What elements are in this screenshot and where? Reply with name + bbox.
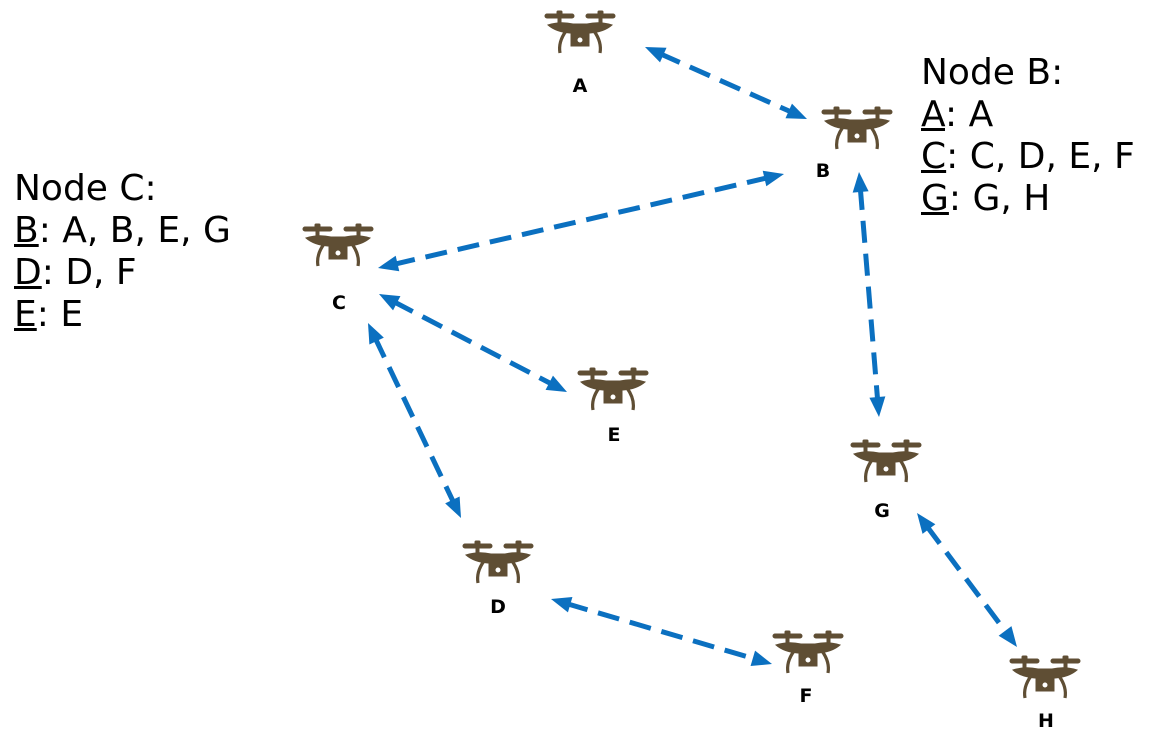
drone-icon [301,223,375,268]
link-b-g [852,172,886,417]
link-b-c [378,170,784,272]
node-f[interactable]: F [771,630,845,707]
destinations: E [48,294,84,335]
routing-table-row: E: E [14,294,231,336]
link-c-e [379,294,567,392]
separator: : [38,210,51,251]
node-c-routing-table: Node C: B: A, B, E, G D: D, F E: E [14,168,231,336]
node-d-label: D [490,596,506,618]
drone-icon [543,10,617,55]
next-hop-key: D [14,252,42,293]
destinations: A, B, E, G [50,210,231,251]
arrowhead [545,375,567,392]
destinations: D, F [53,252,137,293]
node-h-label: H [1038,710,1054,732]
link-line [658,51,794,115]
link-line [565,601,758,662]
link-d-f [551,596,772,667]
routing-table-title: Node C: [14,168,157,209]
separator: : [41,252,54,293]
node-a[interactable]: A [543,10,617,97]
arrowhead [917,513,936,534]
separator: : [946,136,959,177]
drone-icon [576,367,650,412]
arrowhead [368,323,384,345]
arrowhead [869,396,886,417]
drone-icon [461,540,535,585]
drone-icon [1008,655,1082,700]
link-line [393,175,769,267]
arrowhead [378,255,400,272]
drone-icon [771,630,845,675]
routing-table-title: Node B: [921,52,1064,93]
node-b-routing-table: Node B: A: A C: C, D, E, F G: G, H [921,52,1135,220]
drone-icon [820,106,894,151]
node-d[interactable]: D [461,540,535,618]
routing-table-row: B: A, B, E, G [14,210,231,252]
arrowhead [785,103,807,119]
routing-table-row: G: G, H [921,178,1135,220]
arrowhead [379,294,401,311]
next-hop-key: B [14,210,39,251]
links-layer [368,47,1017,667]
destinations: C, D, E, F [958,136,1135,177]
next-hop-key: C [921,136,947,177]
node-c[interactable]: C [301,223,375,314]
arrowhead [445,496,461,518]
destinations: G, H [961,178,1051,219]
next-hop-key: E [14,294,37,335]
node-e[interactable]: E [576,367,650,446]
routing-table-row: D: D, F [14,252,231,294]
link-a-b [645,47,807,119]
link-line [392,299,554,387]
next-hop-key: A [921,94,945,135]
arrowhead [998,626,1017,647]
drone-icon [849,439,923,484]
destinations: A [957,94,994,135]
arrowhead [551,596,573,613]
node-h[interactable]: H [1008,655,1082,732]
nodes-layer: A B C E G D F H [301,10,1082,732]
link-g-h [917,513,1017,647]
arrowhead [750,650,772,667]
arrowhead [852,172,869,193]
node-e-label: E [608,424,621,446]
link-line [372,336,457,505]
arrowhead [762,170,784,187]
node-f-label: F [800,685,813,707]
separator: : [945,94,958,135]
link-c-d [368,323,461,518]
separator: : [948,178,962,219]
link-line [857,187,881,402]
node-g-label: G [874,500,890,522]
routing-table-row: C: C, D, E, F [921,136,1135,178]
separator: : [36,294,49,335]
node-c-label: C [332,292,346,314]
arrowhead [645,47,667,63]
node-b-label: B [816,160,830,182]
routing-table-row: A: A [921,94,1135,136]
node-a-label: A [573,75,588,97]
next-hop-key: G [921,178,949,219]
link-line [924,524,1010,636]
node-g[interactable]: G [849,439,923,522]
node-b[interactable]: B [816,106,894,182]
